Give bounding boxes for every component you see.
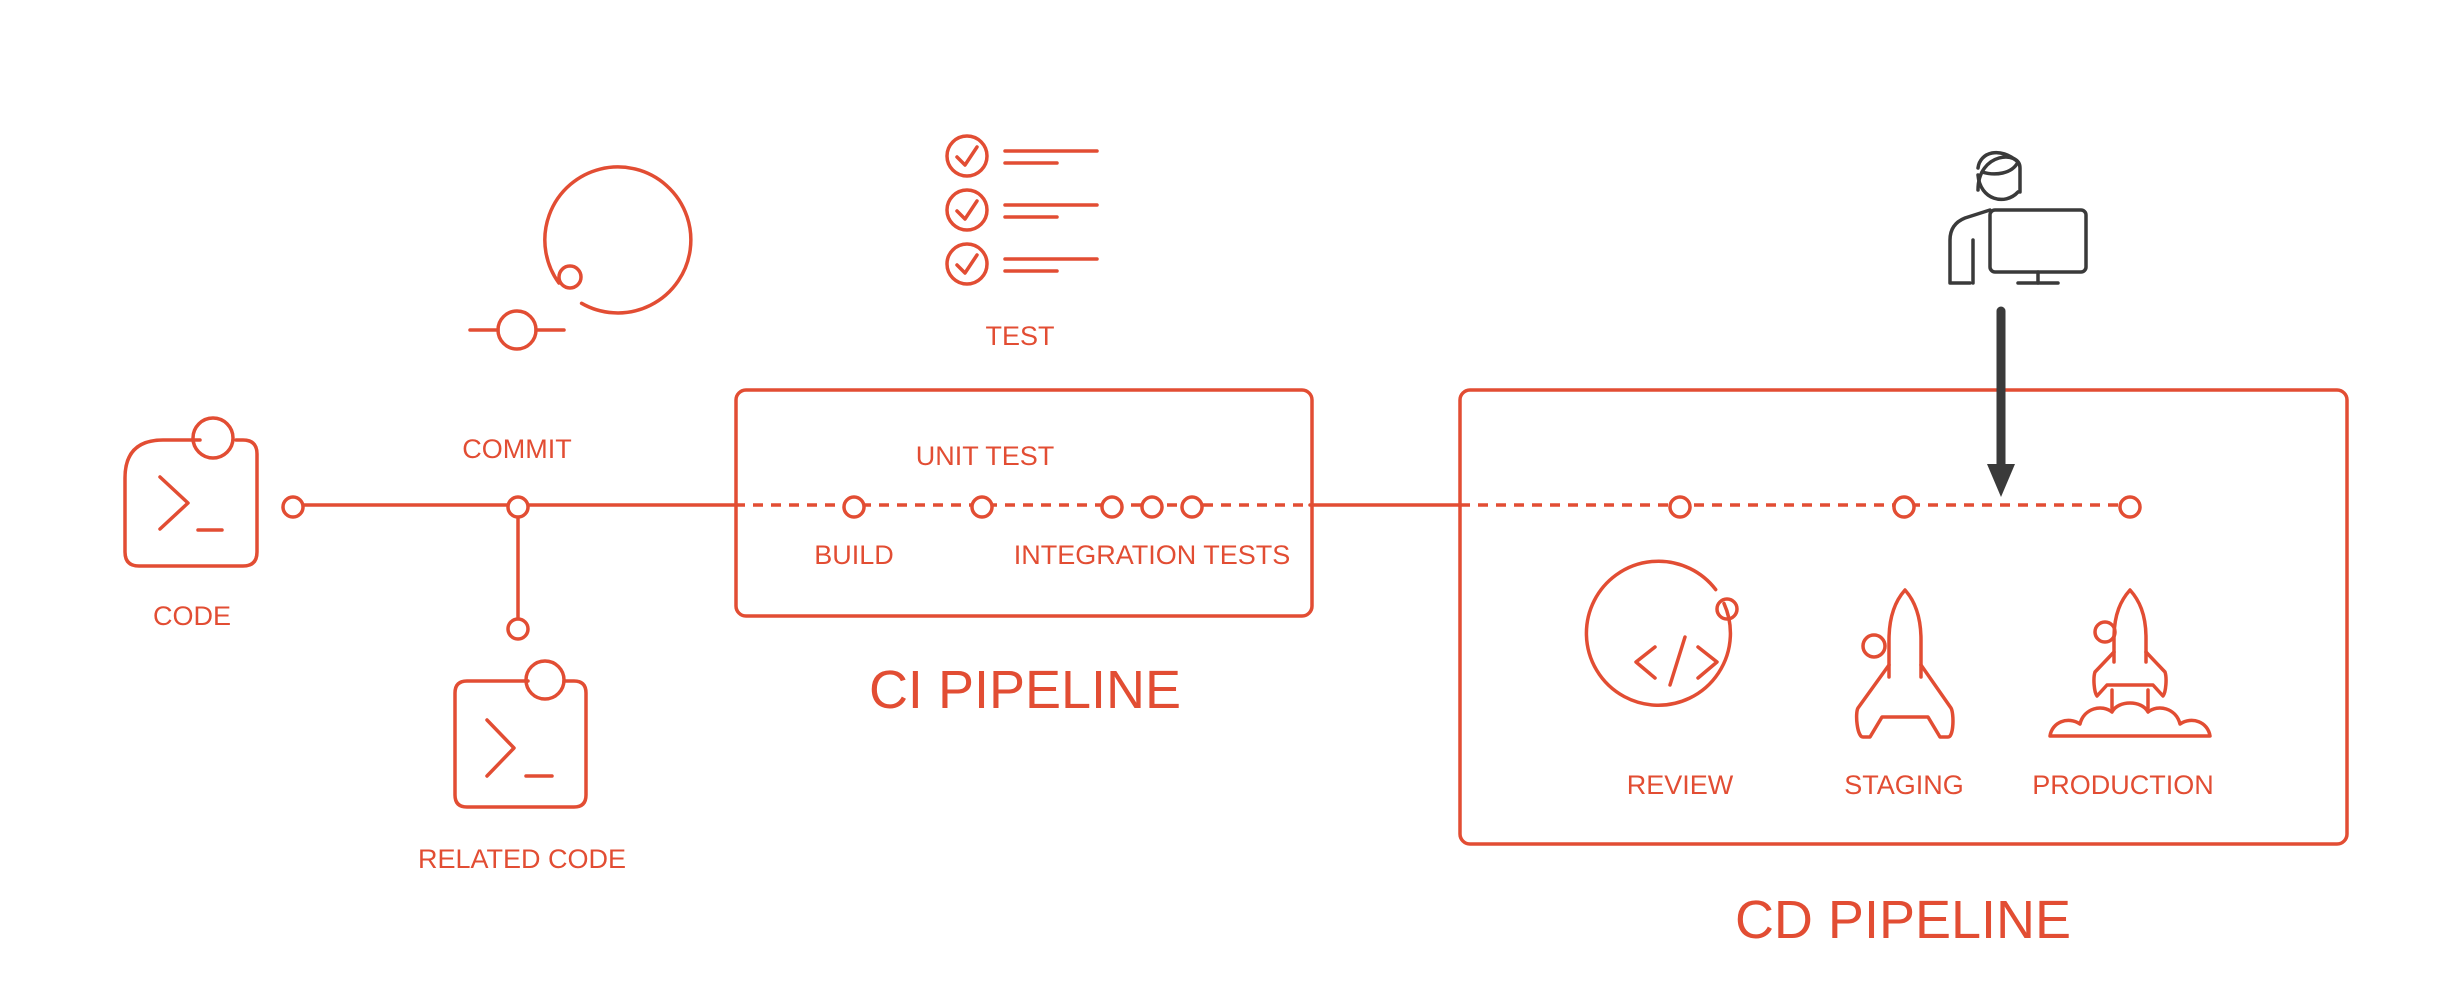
integration-test-node-1 (1100, 495, 1124, 519)
production-node (2118, 495, 2142, 519)
integration-tests-label: INTEGRATION TESTS (1014, 540, 1291, 570)
code-review-icon (1584, 559, 1739, 707)
build-label: BUILD (814, 540, 894, 570)
cd-pipeline-title: CD PIPELINE (1735, 890, 2071, 950)
rocket-icon (1854, 588, 1955, 739)
staging-label: STAGING (1844, 770, 1964, 800)
review-label: REVIEW (1627, 770, 1734, 800)
commit-node (506, 495, 530, 519)
related-code-label: RELATED CODE (418, 844, 626, 874)
terminal-icon (123, 416, 259, 568)
cd-pipeline-box (1458, 388, 2349, 846)
production-label: PRODUCTION (2032, 770, 2214, 800)
integration-test-node-3 (1180, 495, 1204, 519)
commit-label: COMMIT (462, 434, 571, 464)
rocket-launch-icon (2048, 588, 2212, 738)
build-node (842, 495, 866, 519)
deploy-arrow (1987, 306, 2015, 497)
integration-test-node-2 (1140, 495, 1164, 519)
review-node (1668, 495, 1692, 519)
test-label: TEST (985, 321, 1054, 351)
commit-icon (468, 165, 693, 351)
code-label: CODE (153, 601, 231, 631)
staging-node (1892, 495, 1916, 519)
unit-test-label: UNIT TEST (916, 441, 1055, 471)
unit-test-node (970, 495, 994, 519)
ci-pipeline-box (734, 388, 1314, 618)
checklist-icon (945, 134, 1099, 286)
pipeline-nodes (281, 495, 2142, 641)
ci-pipeline-title: CI PIPELINE (869, 660, 1181, 720)
user-at-computer-icon (1948, 150, 2088, 285)
code-node (281, 495, 305, 519)
related-code-terminal-icon (453, 659, 588, 809)
related-code-node (506, 617, 530, 641)
